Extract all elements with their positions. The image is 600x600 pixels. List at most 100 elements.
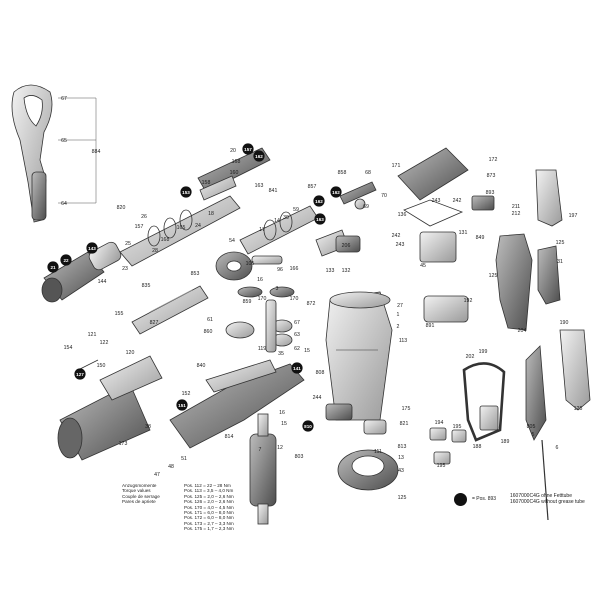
- callout-206: 206: [342, 243, 351, 249]
- callout-172: 172: [489, 157, 498, 163]
- callout-69: 69: [363, 204, 369, 210]
- handle-housing-right: [535, 169, 591, 411]
- callout-label: 143: [88, 246, 96, 251]
- callout-891: 891: [426, 323, 435, 329]
- callout-813: 813: [398, 444, 407, 450]
- grease-dot-icon: [454, 493, 467, 506]
- callout-21: 21: [47, 261, 59, 273]
- callout-label: 12: [277, 445, 283, 451]
- torque-row: Pos. 172 = 6,0 – 8,0 Nm: [122, 515, 272, 520]
- callout-label: 860: [204, 329, 213, 335]
- callout-195: 195: [453, 424, 462, 430]
- callout-143: 143: [86, 242, 98, 254]
- callout-16: 16: [257, 277, 263, 283]
- callout-label: 67: [61, 96, 67, 102]
- callout-label: 113: [399, 338, 407, 344]
- callout-242: 242: [453, 198, 462, 204]
- torque-value-cell: Pos. 173 = 2,7 – 3,3 Nm: [184, 520, 234, 526]
- callout-16: 16: [279, 410, 285, 416]
- callout-label: 120: [126, 350, 135, 356]
- callout-212: 212: [512, 211, 521, 217]
- torque-row: Pos. 173 = 2,7 – 3,3 Nm: [122, 521, 272, 526]
- callout-96: 96: [277, 267, 283, 273]
- callout-144: 144: [98, 279, 107, 285]
- callout-1: 1: [397, 312, 400, 318]
- callout-157: 157: [135, 224, 144, 230]
- callout-136: 136: [398, 212, 407, 218]
- callout-857: 857: [308, 184, 317, 190]
- callout-label: 840: [197, 363, 206, 369]
- callout-39: 39: [283, 215, 289, 221]
- callout-label: 168: [232, 159, 241, 165]
- callout-label: 163: [316, 217, 324, 222]
- callout-111: 111: [374, 449, 382, 455]
- callout-label: 65: [61, 138, 67, 144]
- callout-label: 26: [141, 214, 147, 220]
- callout-244: 244: [313, 395, 322, 401]
- callout-label: 7: [259, 447, 262, 453]
- callout-125: 125: [489, 273, 498, 279]
- callout-label: 48: [168, 464, 174, 470]
- callout-label: 152: [182, 391, 191, 397]
- callout-162: 162: [330, 186, 342, 198]
- callout-label: 243: [432, 198, 441, 204]
- callout-label: 133: [326, 268, 335, 274]
- callout-849: 849: [476, 235, 485, 241]
- callout-27: 27: [397, 303, 403, 309]
- callout-31: 31: [557, 259, 563, 265]
- callout-131: 131: [459, 230, 468, 236]
- callout-67: 67: [294, 320, 300, 326]
- callout-26: 26: [141, 214, 147, 220]
- callout-197: 197: [569, 213, 578, 219]
- callout-189: 189: [501, 439, 510, 445]
- torque-value-cell: Pos. 125 = 2,0 – 2,6 Nm: [184, 493, 234, 499]
- torque-value-cell: Pos. 170 = 4,0 – 4,5 Nm: [184, 504, 234, 510]
- callout-label: 853: [191, 271, 200, 277]
- callout-170: 170: [258, 296, 267, 302]
- callout-label: 849: [476, 235, 485, 241]
- callout-label: 68: [365, 170, 371, 176]
- callout-label: 132: [342, 268, 351, 274]
- callout-70: 70: [381, 193, 387, 199]
- grease-marker-icon: [313, 195, 325, 207]
- grease-marker-icon: [47, 261, 59, 273]
- callout-label: 170: [290, 296, 299, 302]
- callout-label: 1: [397, 312, 400, 318]
- callout-label: 61: [207, 317, 213, 323]
- callout-168: 168: [161, 237, 170, 243]
- callout-188: 188: [473, 444, 482, 450]
- callout-133: 133: [326, 268, 335, 274]
- callout-841: 841: [269, 188, 278, 194]
- legend-line-2: 1607000C4G without grease tube: [510, 499, 585, 505]
- cable-group: [429, 345, 549, 521]
- callout-152: 152: [182, 391, 191, 397]
- callout-61: 61: [207, 317, 213, 323]
- callout-label: 820: [117, 205, 126, 211]
- callout-label: 54: [229, 238, 235, 244]
- callout-24: 24: [195, 223, 201, 229]
- callout-label: 141: [293, 366, 301, 371]
- callout-173: 173: [119, 441, 128, 447]
- hammer-pipe: [131, 285, 209, 335]
- callout-label: 62: [294, 346, 300, 352]
- callout-label: 891: [426, 323, 435, 329]
- callout-59: 59: [293, 207, 299, 213]
- callout-160: 160: [230, 170, 239, 176]
- callout-199: 199: [479, 349, 488, 355]
- callout-211: 211: [512, 204, 520, 210]
- callout-68: 68: [365, 170, 371, 176]
- callout-label: 16: [257, 277, 263, 283]
- callout-805: 805: [527, 424, 536, 430]
- callout-label: 59: [293, 207, 299, 213]
- callout-label: 165: [177, 225, 186, 231]
- callout-label: 111: [374, 449, 382, 455]
- callout-label: 162: [255, 154, 263, 159]
- torque-header-cell: Torque values: [122, 488, 151, 494]
- callout-label: 166: [290, 266, 299, 272]
- callout-15: 15: [281, 421, 287, 427]
- impact-piston-group: [239, 181, 377, 255]
- torque-value-cell: Pos. 112 = 22 – 28 Nm: [184, 483, 231, 488]
